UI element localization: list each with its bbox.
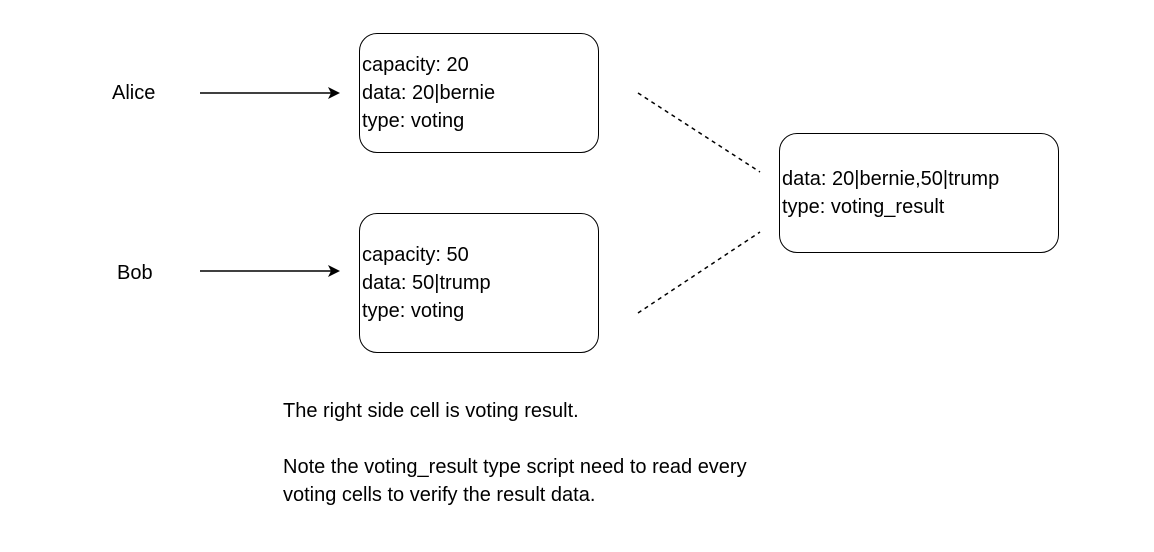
- result-cell-type: type: voting_result: [782, 196, 945, 218]
- alice-cell-data: data: 20|bernie: [362, 82, 496, 104]
- actor-bob-label: Bob: [117, 262, 153, 284]
- bob-voting-cell[interactable]: capacity: 50 data: 50|trump type: voting: [359, 213, 599, 353]
- voting-result-cell[interactable]: data: 20|bernie,50|trump type: voting_re…: [779, 133, 1059, 253]
- alice-voting-cell[interactable]: capacity: 20 data: 20|bernie type: votin…: [359, 33, 599, 153]
- actor-alice-label: Alice: [112, 82, 156, 104]
- alice-to-result-dashed-line: [637, 92, 761, 173]
- bob-cell-capacity: capacity: 50: [362, 244, 469, 266]
- result-cell-data: data: 20|bernie,50|trump: [782, 168, 1000, 190]
- note-line-2: Note the voting_result type script need …: [283, 456, 747, 478]
- alice-cell-type: type: voting: [362, 110, 465, 132]
- bob-cell-type: type: voting: [362, 300, 465, 322]
- bob-cell-data: data: 50|trump: [362, 272, 491, 294]
- alice-cell-capacity: capacity: 20: [362, 54, 469, 76]
- note-line-3: voting cells to verify the result data.: [283, 484, 596, 506]
- note-line-1: The right side cell is voting result.: [283, 400, 579, 422]
- bob-to-result-dashed-line: [637, 231, 761, 314]
